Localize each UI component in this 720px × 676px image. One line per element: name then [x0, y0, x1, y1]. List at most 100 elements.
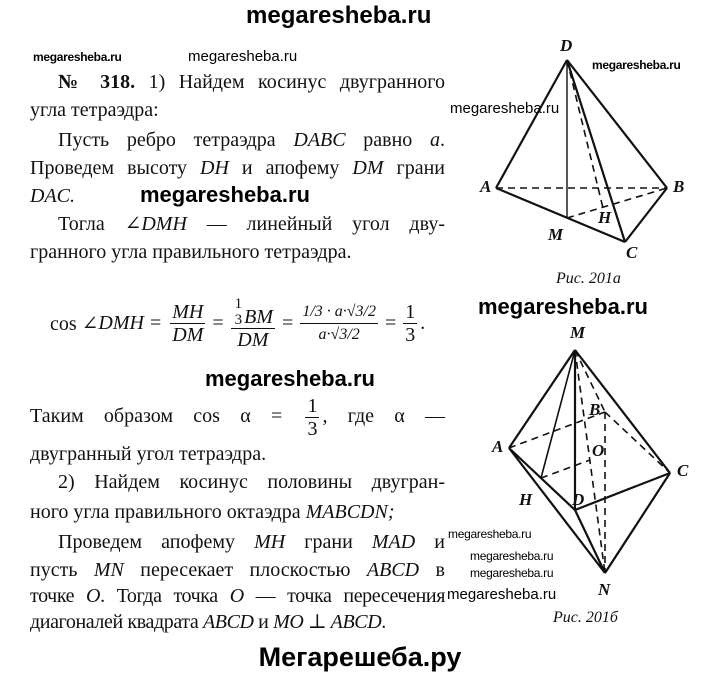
text: диагоналей квадрата	[30, 611, 203, 633]
watermark-top: megaresheba.ru	[246, 2, 432, 29]
watermark: megaresheba.ru	[592, 58, 681, 72]
point-label: C	[677, 461, 689, 480]
denominator: 3	[307, 417, 318, 440]
text-line: угла тетраэдра:	[30, 99, 159, 121]
text: пусть	[30, 559, 94, 581]
text-line: Проведем высоту DH и апофему DM грани	[30, 156, 445, 180]
text: Проведем высоту	[30, 157, 201, 179]
fraction: 1/3 · a·√3/2 a·√3/2	[300, 301, 378, 346]
text: MO ⊥ ABCD	[273, 611, 382, 633]
figure-caption: Рис. 201б	[553, 609, 618, 626]
text: пересекает плоскостью	[123, 559, 367, 581]
numerator: MH	[170, 301, 206, 324]
text: ABCD	[366, 559, 420, 581]
figure-201a-tetrahedron	[495, 59, 668, 244]
figure-caption: Рис. 201а	[556, 270, 621, 287]
figure-201b-octahedron	[508, 349, 671, 574]
numerator: 1	[403, 301, 418, 324]
point-label: B	[673, 177, 685, 196]
formula-text: =	[149, 312, 162, 334]
text-line: гранного угла правильного тетраэдра.	[30, 241, 352, 263]
text: a	[430, 129, 440, 151]
text: MN	[93, 559, 124, 581]
text: Таким образом cos α =	[30, 405, 303, 427]
point-label: M	[548, 225, 564, 244]
text-line: ного угла правильного октаэдра MABCDN;	[30, 500, 445, 524]
denominator: 3	[234, 312, 243, 328]
text: Тогла ∠	[58, 213, 142, 235]
text: DM	[352, 157, 384, 179]
text: и	[415, 531, 445, 553]
text: Пусть ребро тетраэдра	[58, 129, 294, 151]
text: . Тогда точка	[100, 585, 230, 607]
text-line: диагоналей квадрата ABCD и MO ⊥ ABCD.	[30, 610, 445, 634]
numerator: 1	[305, 394, 320, 418]
text: .	[381, 611, 386, 633]
denominator: a·√3/2	[318, 326, 360, 343]
point-label: D	[572, 490, 585, 509]
text: грани	[383, 157, 446, 179]
numerator: 1	[234, 296, 243, 312]
text: 1) Найдем косинус двугранного	[148, 71, 445, 93]
text: MABCDN;	[305, 501, 395, 523]
text: и	[253, 611, 274, 633]
text: O	[86, 585, 101, 607]
denominator: DM	[237, 329, 269, 351]
text: точке	[30, 585, 87, 607]
text: O	[229, 585, 244, 607]
point-label: N	[598, 580, 611, 599]
text-line: Проведем апофему MH грани MAD и	[30, 530, 445, 554]
text: грани	[285, 531, 372, 553]
text-line: 2) Найдем косинус половины двугран-	[58, 471, 445, 493]
text: — точка пересечения	[243, 585, 446, 607]
text: DABC	[293, 129, 346, 151]
point-label: M	[570, 323, 586, 342]
text: — линейный угол дву-	[186, 213, 446, 235]
watermark: megaresheba.ru	[205, 366, 375, 391]
text: DMH	[141, 213, 187, 235]
text-line: Пусть ребро тетраэдра DABC равно a.	[58, 129, 445, 151]
formula-text: =	[384, 312, 397, 334]
text-line: точке O. Тогда точка O — точка пересечен…	[30, 584, 445, 608]
text-line: DAC.	[30, 185, 75, 207]
text: ABCD	[202, 611, 254, 633]
point-label: A	[480, 177, 492, 196]
point-label: B	[589, 400, 601, 419]
text-line: двугранный угол тетраэдра.	[30, 443, 267, 465]
text: Проведем апофему	[58, 531, 255, 553]
watermark-footer: Мегарешеба.ру	[258, 642, 462, 672]
formula-text: =	[212, 312, 224, 334]
numerator: BM	[244, 306, 274, 328]
watermark: megaresheba.ru	[447, 586, 557, 603]
point-label: H	[598, 208, 612, 227]
text: , где α —	[322, 405, 445, 427]
text: в	[419, 559, 445, 581]
text: DH	[200, 157, 229, 179]
denominator: DM	[172, 324, 204, 346]
formula-text: .	[420, 312, 426, 334]
point-label: H	[519, 490, 533, 509]
formula-text: cos ∠	[50, 313, 99, 335]
text: MAD	[371, 531, 416, 553]
text: MH	[254, 531, 286, 553]
text-line: пусть MN пересекает плоскостью ABCD в	[30, 558, 445, 582]
watermark: megaresheba.ru	[478, 294, 648, 319]
formula-text: DMH	[98, 312, 144, 334]
point-label: O	[592, 441, 605, 460]
numerator: 1/3 · a·√3/2	[300, 301, 378, 324]
point-label: A	[492, 437, 504, 456]
point-label: D	[560, 36, 573, 55]
denominator: 3	[405, 324, 416, 346]
text: ного угла правильного октаэдра	[30, 501, 306, 523]
text-line: Тогла ∠DMH — линейный угол дву-	[30, 212, 445, 236]
text-line: № 318. 1) Найдем косинус двугранного	[30, 70, 445, 94]
problem-number: № 318.	[58, 71, 136, 93]
